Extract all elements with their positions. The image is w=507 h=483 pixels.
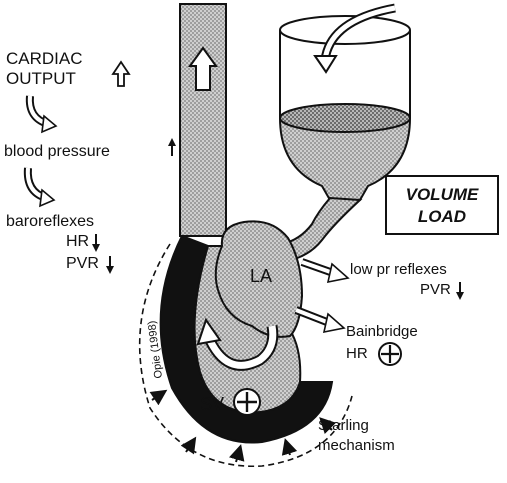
blood-pressure-label: blood pressure xyxy=(4,143,110,160)
bainbridge-increase-icon xyxy=(379,343,401,365)
la-to-bainbridge-arrow-icon xyxy=(296,310,344,332)
low-pr-pvr-label: PVR xyxy=(420,281,451,298)
cardiac-output-label-line2: OUTPUT xyxy=(6,69,76,88)
cardiac-output-label-line1: CARDIAC xyxy=(6,49,83,68)
volume-load-line1: VOLUME xyxy=(406,185,479,204)
sv-increase-icon xyxy=(234,389,260,415)
volume-reservoir xyxy=(280,8,410,200)
cardiac-to-bp-arrow-icon xyxy=(30,96,56,132)
starling-label-line2: mechanism xyxy=(318,437,395,454)
bainbridge-label: Bainbridge xyxy=(346,323,418,340)
baro-hr-down-arrow-icon xyxy=(92,234,100,252)
aorta-tube xyxy=(180,4,226,236)
baro-hr-label: HR xyxy=(66,233,89,250)
low-pr-reflexes-label: low pr reflexes xyxy=(350,261,447,278)
baro-pvr-down-arrow-icon xyxy=(106,256,114,274)
volume-load-box: VOLUME LOAD xyxy=(386,176,498,234)
volume-load-line2: LOAD xyxy=(418,207,466,226)
bp-to-baro-arrow-icon xyxy=(28,168,54,206)
sv-label: SV xyxy=(200,394,224,414)
la-label: LA xyxy=(250,266,272,286)
low-pr-pvr-down-arrow-icon xyxy=(456,282,464,300)
cardiac-output-up-arrow-icon xyxy=(113,62,129,86)
bp-up-arrow-icon xyxy=(168,138,176,156)
baro-pvr-label: PVR xyxy=(66,255,99,272)
bainbridge-hr-label: HR xyxy=(346,345,368,362)
la-to-low-pr-arrow-icon xyxy=(302,262,348,282)
baroreflexes-label: baroreflexes xyxy=(6,213,94,230)
starling-label-line1: Starling xyxy=(318,417,369,434)
